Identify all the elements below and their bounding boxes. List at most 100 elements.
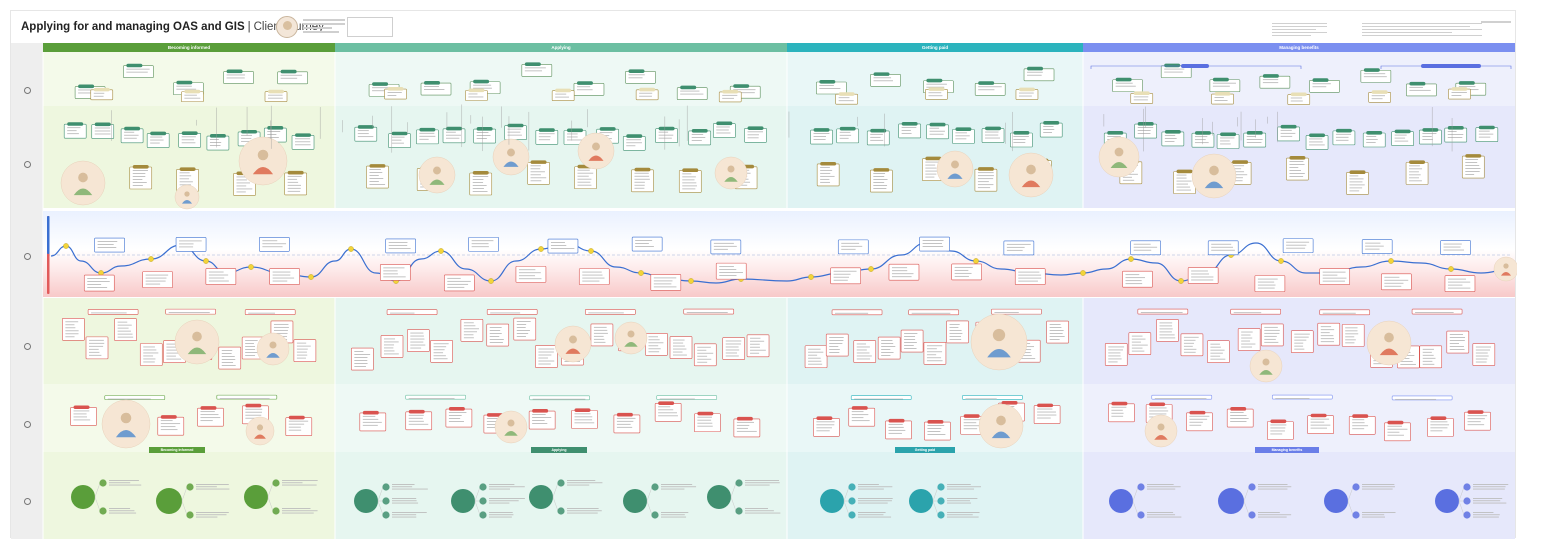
illustration-head-21: [507, 419, 515, 427]
employee-card-1-6: [613, 412, 641, 434]
employee-card-3-5: [1307, 413, 1334, 434]
employee-card-3-0: [1108, 401, 1135, 423]
opportunity-text-4-1-2: [489, 502, 510, 504]
emotion-scale-positive: [47, 216, 50, 254]
action-card-1-10: [655, 126, 678, 144]
opportunity-icon-1-1: [186, 511, 194, 519]
employee-card-2-1: [848, 406, 876, 427]
opportunity-icon-2-1: [272, 507, 280, 515]
opportunity-text-12-1-1: [1362, 514, 1385, 516]
opportunity-text-9-1-0: [947, 498, 978, 499]
opportunity-icon-6-1: [651, 511, 659, 519]
opportunity-link-5-1: [552, 496, 559, 512]
opportunity-text-12-0-1: [1362, 486, 1395, 488]
opportunity-circle-3: [354, 489, 378, 513]
monitor-icon: [23, 161, 31, 168]
illustration-bg-6: [714, 156, 748, 190]
employee-card-0-3: [197, 406, 224, 427]
illustration-body-13: [266, 353, 280, 358]
title-separator: |: [247, 21, 251, 33]
row-bg-1-1: [335, 106, 787, 208]
action-detail-1-2: [469, 171, 493, 196]
pain-card-3-2: [1156, 319, 1179, 342]
illustration-body-0: [73, 188, 93, 196]
opportunity-text-6-1-1: [661, 514, 685, 516]
opportunity-text-10-1-0: [1147, 512, 1174, 513]
illustration-head-6: [727, 165, 735, 173]
opportunity-icon-3-1: [382, 497, 390, 505]
opportunity-icon-4-0: [479, 483, 487, 491]
action-card-3-12: [1444, 126, 1468, 143]
opportunity-circle-2: [244, 485, 268, 509]
illustration-head-10: [1209, 165, 1219, 176]
opportunity-circle-9: [909, 489, 933, 513]
pain-header-3-1: [1230, 308, 1282, 315]
pain-card-0-9: [293, 339, 317, 362]
pain-card-2-3: [877, 336, 901, 360]
header: Applying for and managing OAS and GIS|Cl…: [11, 11, 1517, 41]
opportunity-text-4-2-1: [489, 514, 514, 516]
action-card-1-13: [744, 126, 767, 143]
opportunity-text-4-0-1: [489, 486, 525, 488]
illustration-head-11: [1503, 263, 1509, 269]
action-detail-1-4: [574, 164, 597, 190]
pain-card-1-5: [486, 323, 510, 347]
illustration-head-5: [592, 142, 600, 151]
action-detail-1-6: [678, 168, 702, 193]
opportunity-link-7-0: [730, 482, 737, 498]
opportunity-text-7-1-2: [745, 512, 781, 514]
action-card-1-4: [473, 127, 496, 144]
stage-card-1-5: [625, 69, 656, 84]
opportunity-text-13-1-2: [1473, 502, 1507, 504]
emotion-point-1: [63, 243, 69, 249]
opportunity-text-4-0-2: [489, 488, 511, 490]
employee-card-0-5: [285, 415, 313, 437]
opportunity-link-13-0: [1458, 486, 1465, 502]
opportunity-text-5-0-1: [567, 482, 603, 484]
illustration-body-8: [1021, 180, 1041, 188]
thought-pos-3-0: [1130, 240, 1161, 256]
illustration-body-17: [1379, 348, 1399, 356]
opportunity-text-12-0-2: [1362, 488, 1393, 490]
bottom-tag-becoming-informed: Becoming informed: [149, 447, 205, 453]
pain-card-2-2: [853, 340, 877, 363]
pain-card-2-4: [900, 329, 924, 353]
opportunity-icon-13-0: [1463, 483, 1471, 491]
opportunity-text-6-1-0: [661, 512, 689, 513]
pain-card-3-7: [1290, 330, 1314, 353]
employee-card-1-8: [694, 411, 721, 433]
opportunity-icon-4-2: [479, 511, 487, 519]
thought-neg-1-5: [715, 262, 747, 280]
opportunity-icon-6-0: [651, 483, 659, 491]
pain-header-0-2: [244, 309, 296, 316]
opportunity-text-11-0-2: [1258, 488, 1288, 490]
action-detail-0-1: [129, 165, 153, 190]
phase-becoming-informed: Becoming informed: [43, 43, 335, 539]
action-card-3-11: [1419, 128, 1442, 145]
headset-icon: [23, 421, 31, 428]
bottom-tag-applying: Applying: [531, 447, 587, 453]
journey-map-canvas: Applying for and managing OAS and GIS|Cl…: [10, 10, 1517, 539]
opportunity-icon-7-0: [735, 479, 743, 487]
pain-card-1-1: [380, 335, 404, 358]
opportunity-link-5-0: [552, 482, 559, 498]
action-detail-2-0: [816, 161, 840, 187]
thought-pos-1-3: [631, 236, 663, 252]
thought-neg-0-2: [205, 268, 237, 285]
opportunity-text-10-0-0: [1147, 484, 1174, 485]
pain-card-0-6: [218, 346, 242, 370]
thought-neg-3-4: [1381, 273, 1412, 291]
illustration-head-3: [433, 166, 441, 175]
action-card-1-12: [712, 121, 736, 138]
pain-header-1-2: [585, 309, 636, 315]
stage-note-3-4: [1448, 87, 1471, 100]
pain-card-0-1: [85, 336, 109, 360]
stage-card-0-3: [223, 69, 254, 84]
opportunity-icon-5-1: [557, 507, 565, 515]
opportunity-text-3-0-0: [392, 484, 415, 485]
opportunity-text-5-1-0: [567, 508, 599, 509]
stage-note-1-0: [384, 87, 407, 100]
pain-card-1-13: [693, 343, 717, 367]
emotion-point-9: [248, 264, 254, 270]
thought-pos-0-0: [94, 237, 125, 253]
